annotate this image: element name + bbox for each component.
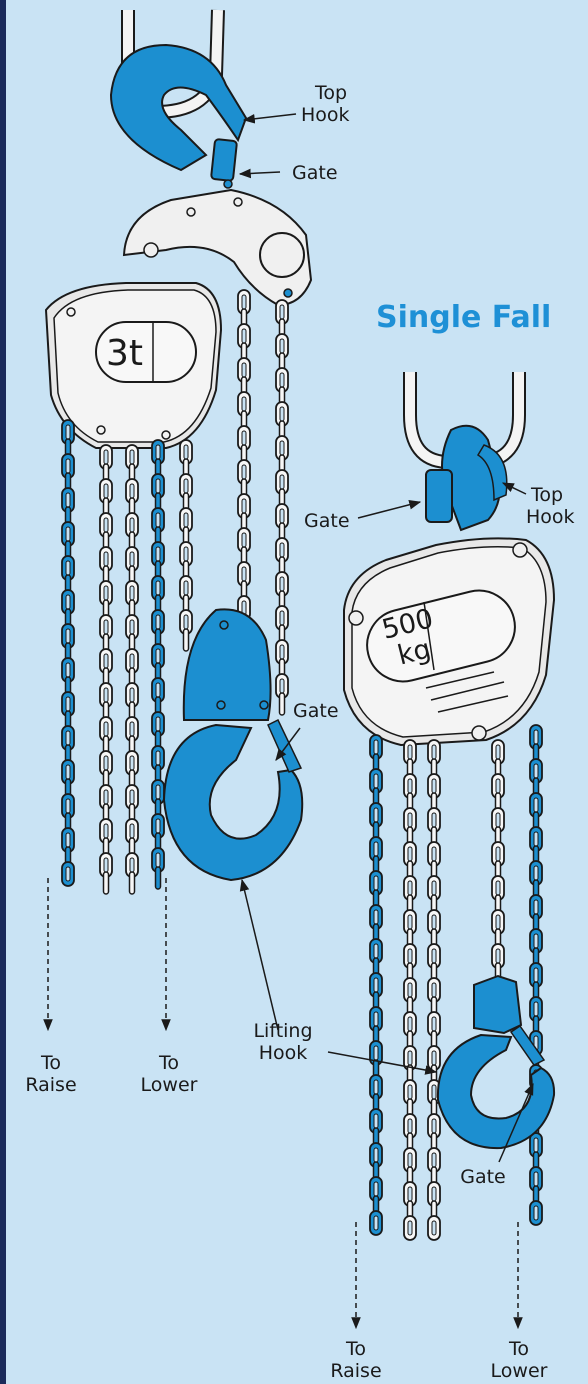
pointer-gate-top-left (240, 172, 280, 174)
load-chain-left-d (238, 290, 250, 637)
label-gate-bottom-right: Gate (452, 1166, 514, 1188)
label-top-hook-left-2: Hook (301, 104, 350, 126)
gate-top-left (211, 139, 237, 181)
load-chain-left-a (100, 445, 112, 894)
label-lifting-hook-1: Lifting (248, 1020, 318, 1042)
load-chain-left-b (126, 445, 138, 894)
label-raise-left-1: To (21, 1052, 81, 1074)
hook-swivel-right (474, 976, 521, 1033)
load-chain-right-a (404, 740, 416, 1240)
label-top-hook-right-1: Top (531, 484, 563, 506)
label-top-hook-right-2: Hook (526, 506, 575, 528)
gate-bottom-left (268, 720, 301, 772)
label-gate-bottom-left: Gate (293, 700, 339, 722)
hand-chain-left-b (152, 440, 164, 889)
label-lower-left-2: Lower (134, 1074, 204, 1096)
pointer-lifting-hook-left (242, 880, 278, 1030)
hand-chain-left-a (62, 420, 74, 886)
label-raise-left-2: Raise (21, 1074, 81, 1096)
heading-single-fall: Single Fall (376, 300, 551, 335)
pointer-gate-top-right (358, 502, 420, 518)
pointer-top-hook-left (244, 114, 296, 120)
hand-chain-right-b (530, 725, 542, 1225)
label-top-hook-left-1: Top (315, 82, 347, 104)
label-lower-right-2: Lower (484, 1360, 554, 1382)
load-chain-right-c (492, 740, 504, 1002)
label-lower-right-1: To (484, 1338, 554, 1360)
load-chain-left-c (180, 440, 192, 651)
label-lower-left-1: To (134, 1052, 204, 1074)
label-gate-top-right: Gate (304, 510, 350, 532)
label-lifting-hook-2: Hook (248, 1042, 318, 1064)
label-gate-top-left: Gate (292, 162, 338, 184)
load-chain-right-b (428, 740, 440, 1240)
capacity-label-left: 3t (106, 334, 143, 374)
label-raise-right-2: Raise (326, 1360, 386, 1382)
load-chain-left-e (276, 300, 288, 715)
gate-top-right (426, 470, 452, 522)
hand-chain-right-a (370, 735, 382, 1235)
label-raise-right-1: To (326, 1338, 386, 1360)
